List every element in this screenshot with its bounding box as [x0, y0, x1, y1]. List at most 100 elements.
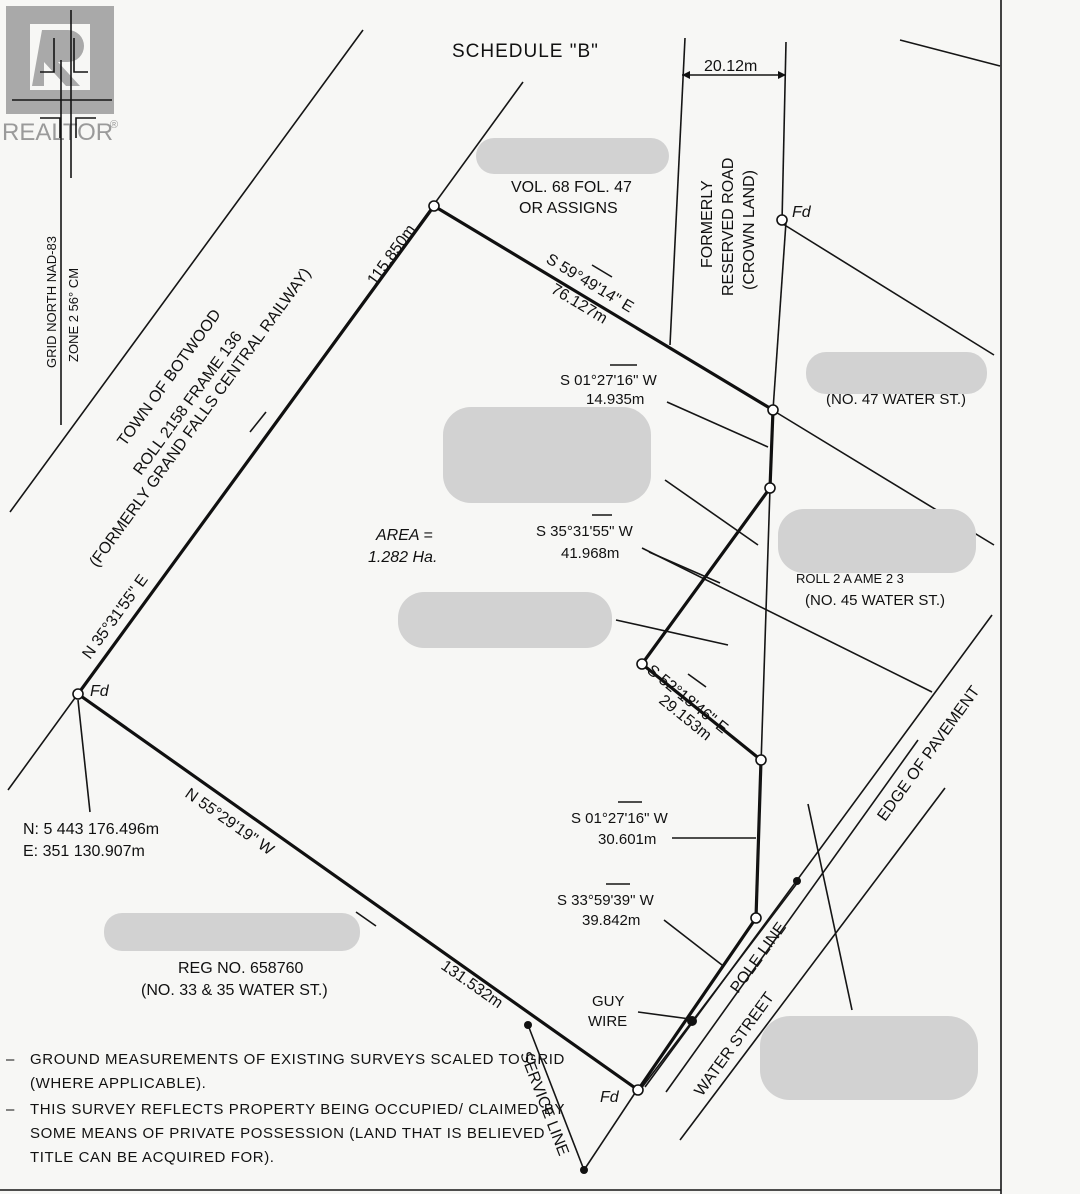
coordinate-northing: N: 5 443 176.496m — [23, 821, 159, 838]
boundary-south-east — [636, 917, 758, 1091]
boundary-east-1 — [768, 409, 775, 489]
survey-point-4 — [636, 658, 648, 670]
bearing-west-label: N 35°31'55" E — [79, 572, 151, 663]
boundary-east-3 — [640, 662, 763, 762]
adjacent-line-45 — [641, 547, 933, 693]
tick-5 — [687, 673, 707, 688]
railway-west-line — [9, 29, 364, 513]
bearing-6-label: S 01°27'16" W — [571, 810, 669, 827]
redacted-owner-45 — [778, 509, 976, 573]
road-width-label: 20.12m — [704, 58, 757, 75]
survey-point-1 — [428, 200, 440, 212]
redacted-owner-47 — [806, 352, 987, 394]
boundary-west — [76, 205, 436, 695]
adjacent-line-47-north — [782, 223, 995, 356]
north-arrow: GRID NORTH NAD-83 ZONE 2 56° CM — [12, 10, 112, 425]
leader-7 — [663, 919, 723, 966]
survey-point-6 — [750, 912, 762, 924]
guy-wire-label-2: WIRE — [588, 1013, 627, 1030]
bearing-7-label: S 33°59'39" W — [557, 892, 655, 909]
redacted-owner-lower-mid — [398, 592, 612, 648]
bearing-3-label: S 01°27'16" W — [560, 372, 658, 389]
bearing-3-dist: 14.935m — [586, 391, 644, 408]
survey-note-2-text: THIS SURVEY REFLECTS PROPERTY BEING OCCU… — [30, 1101, 565, 1166]
coordinate-leader — [77, 699, 91, 813]
no33-label: (NO. 33 & 35 WATER ST.) — [141, 982, 328, 999]
leader-mid-2 — [615, 619, 729, 646]
schedule-title: SCHEDULE "B" — [452, 41, 599, 62]
boundary-north — [433, 204, 774, 412]
no45-label: (NO. 45 WATER ST.) — [805, 592, 945, 609]
survey-point-5 — [755, 754, 767, 766]
area-label: AREA = — [375, 527, 433, 544]
street-line-1 — [665, 739, 919, 1093]
north-arrow-head-icon — [40, 38, 88, 73]
reg-no-label: REG NO. 658760 — [178, 960, 304, 977]
service-line — [527, 1024, 585, 1171]
adjacent-line-top — [899, 39, 1001, 67]
reserved-road-east-line — [781, 41, 787, 223]
tick-west — [249, 411, 267, 433]
bearing-4-label: S 35°31'55" W — [536, 523, 634, 540]
note-bullet: – — [6, 1051, 15, 1068]
reserved-road: 20.12m FORMERLY RESERVED ROAD (CROWN LAN… — [669, 37, 787, 346]
note-bullet: – — [6, 1101, 15, 1118]
reserved-road-label-3: (CROWN LAND) — [741, 170, 758, 290]
survey-point-8 — [72, 688, 84, 700]
redacted-owner-north — [476, 138, 669, 174]
reserved-road-west-line — [669, 37, 686, 346]
pole-line — [639, 881, 799, 1091]
survey-note-1-text: GROUND MEASUREMENTS OF EXISTING SURVEYS … — [30, 1051, 565, 1092]
coordinate-easting: E: 351 130.907m — [23, 843, 145, 860]
guy-wire-anchor-icon — [687, 1016, 697, 1026]
bearing-6-dist: 30.601m — [598, 831, 656, 848]
water-street-leader — [807, 803, 853, 1011]
bearing-west-top-dist: 115.850m — [364, 222, 419, 289]
no47-label: (NO. 47 WATER ST.) — [826, 391, 966, 408]
survey-note-1: – GROUND MEASUREMENTS OF EXISTING SURVEY… — [6, 1048, 566, 1096]
fd-label-south: Fd — [600, 1089, 620, 1106]
grid-zone-label: ZONE 2 56° CM — [66, 268, 81, 362]
or-assigns-label: OR ASSIGNS — [519, 200, 618, 217]
bearing-4-dist: 41.968m — [561, 545, 619, 562]
boundary-east-extension — [772, 221, 787, 411]
boundary-east-straight — [755, 487, 771, 919]
partial-roll-label: ROLL 2 A AME 2 3 — [796, 571, 904, 586]
tick-south — [355, 911, 377, 927]
property-boundary — [76, 204, 787, 1092]
bearing-south-dist: 131.532m — [438, 957, 506, 1012]
tick-north — [591, 264, 613, 278]
guy-wire-leader — [637, 1011, 691, 1020]
grid-north-label: GRID NORTH NAD-83 — [44, 236, 59, 368]
south-extension-line — [583, 1089, 638, 1171]
realtor-logo-text: REALTOR — [2, 119, 113, 146]
redacted-owner-south-east — [760, 1016, 978, 1100]
bearing-south-label: N 55°29'19" W — [182, 785, 278, 859]
survey-point-2 — [767, 404, 779, 416]
bearing-7-dist: 39.842m — [582, 912, 640, 929]
boundary-south — [77, 692, 639, 1092]
leader-3 — [666, 401, 769, 448]
fd-label-west: Fd — [90, 683, 110, 700]
pole-line-label: POLE LINE — [727, 919, 789, 996]
vol-fol-label: VOL. 68 FOL. 47 — [511, 179, 632, 196]
boundary-east-2 — [640, 487, 772, 665]
survey-note-2: – THIS SURVEY REFLECTS PROPERTY BEING OC… — [6, 1098, 566, 1170]
leader-mid — [664, 479, 759, 546]
survey-point-3 — [764, 482, 776, 494]
survey-point-fd-north — [776, 214, 788, 226]
realtor-registered-mark: ® — [110, 119, 118, 131]
survey-point-7 — [632, 1084, 644, 1096]
pole-point-icon — [793, 877, 801, 885]
redacted-owner-middle — [443, 407, 651, 503]
survey-notes: – GROUND MEASUREMENTS OF EXISTING SURVEY… — [6, 1048, 566, 1170]
realtor-logo: REALTOR ® — [2, 6, 118, 146]
redacted-owner-33 — [104, 913, 360, 951]
service-pole-icon — [524, 1021, 532, 1029]
leader-4 — [648, 551, 721, 584]
guy-wire-label-1: GUY — [592, 993, 625, 1010]
north-arrow-tail-icon — [40, 117, 96, 138]
reserved-road-label-2: RESERVED ROAD — [720, 158, 737, 296]
